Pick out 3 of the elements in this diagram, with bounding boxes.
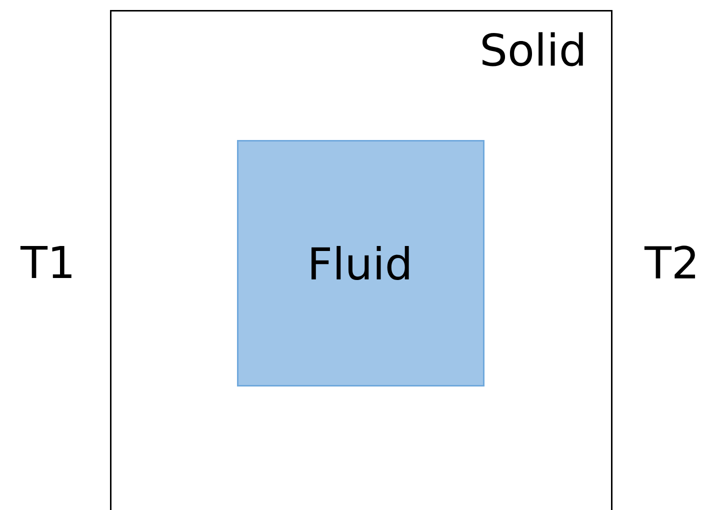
fluid-region: Fluid (237, 140, 484, 386)
boundary-label: T1 (20, 246, 72, 278)
boundary-label: T2 (644, 246, 696, 278)
